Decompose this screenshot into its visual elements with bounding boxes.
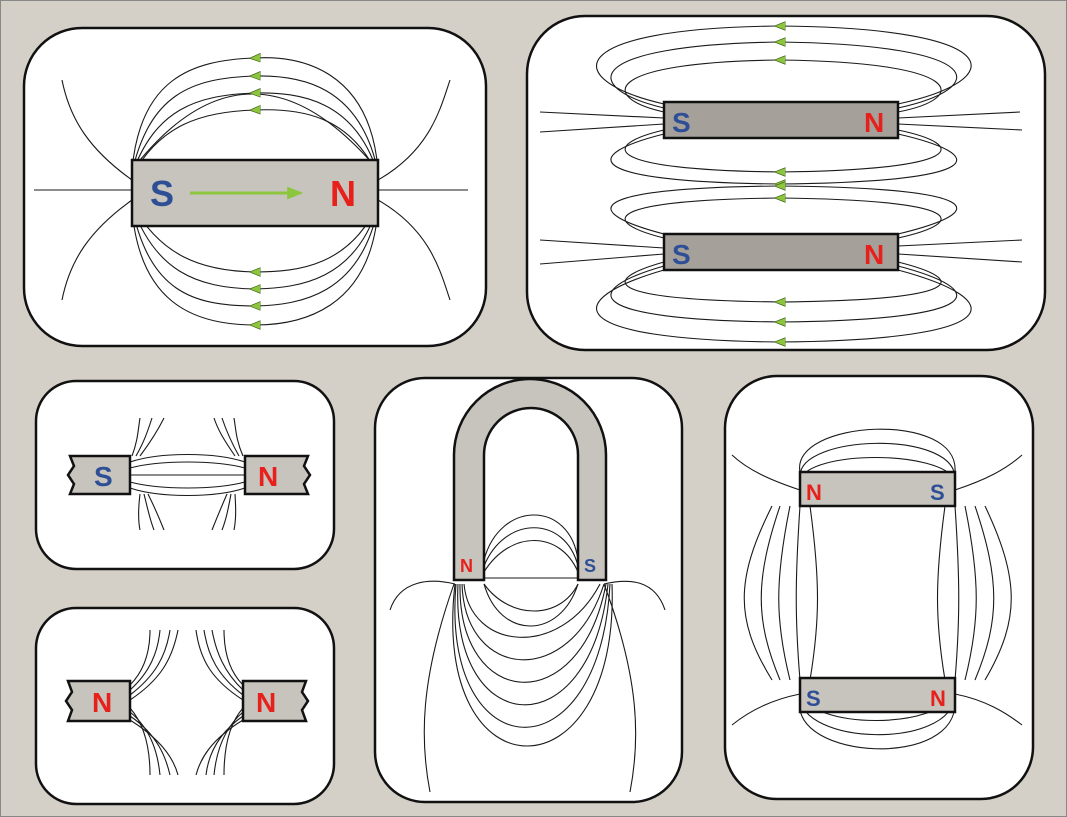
lower-south-label: S — [672, 239, 691, 270]
field-lines-single-bar — [34, 58, 468, 325]
field-lines-attracting — [129, 417, 246, 531]
lower-left-label: S — [806, 686, 821, 711]
left-magnet-end — [64, 679, 132, 723]
left-magnet-end — [66, 454, 132, 496]
lower-north-label: N — [864, 239, 884, 270]
lower-right-label: N — [930, 686, 946, 711]
panel-attracting: S N — [34, 379, 336, 571]
lower-bar-magnet — [662, 232, 900, 272]
panel-repelling: N N — [34, 606, 336, 806]
right-magnet-end — [243, 454, 312, 496]
upper-right-label: S — [930, 480, 945, 505]
horseshoe-magnet — [452, 377, 608, 582]
south-pole-label: S — [584, 556, 596, 576]
upper-south-label: S — [672, 107, 691, 138]
field-lines-parallel — [539, 26, 1023, 342]
north-pole-label: N — [460, 556, 473, 576]
upper-bar-magnet — [662, 100, 900, 140]
panel-parallel-bars: S N S N — [525, 14, 1047, 352]
right-pole-label: N — [258, 461, 278, 492]
upper-north-label: N — [864, 107, 884, 138]
left-pole-label: S — [94, 461, 113, 492]
south-pole-label: S — [150, 173, 174, 214]
lower-bar-magnet — [798, 676, 957, 714]
north-pole-label: N — [330, 173, 356, 214]
left-pole-label: N — [92, 687, 112, 718]
right-pole-label: N — [256, 687, 276, 718]
right-magnet-end — [241, 679, 310, 723]
panel-antiparallel-bars: N S S N — [723, 374, 1035, 801]
field-lines-horseshoe — [389, 514, 666, 793]
panel-single-bar: S N — [22, 26, 488, 348]
panel-horseshoe: N S — [373, 376, 684, 804]
upper-left-label: N — [806, 480, 822, 505]
field-lines-repelling — [129, 629, 244, 776]
upper-bar-magnet — [798, 470, 957, 508]
